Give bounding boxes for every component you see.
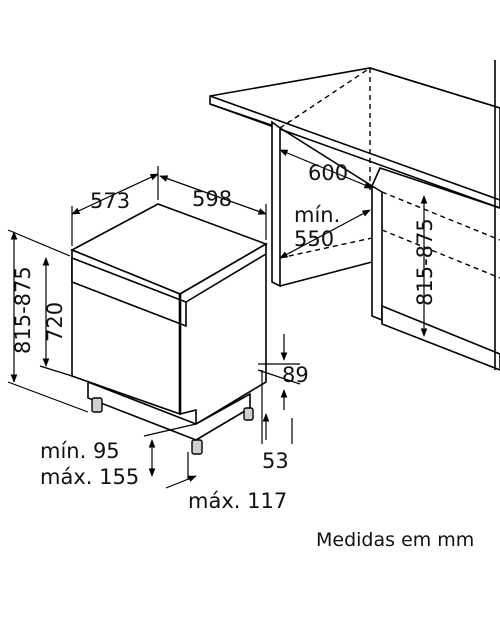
label-min-niche: mín. bbox=[294, 203, 340, 227]
label-plinth-height: 89 bbox=[282, 363, 309, 387]
label-max-155: máx. 155 bbox=[40, 465, 139, 489]
dishwasher-body bbox=[70, 203, 268, 455]
units-note: Medidas em mm bbox=[316, 529, 474, 551]
label-plinth-recess: 53 bbox=[262, 449, 289, 473]
label-niche-width: 600 bbox=[308, 161, 348, 185]
label-body-height: 720 bbox=[43, 302, 67, 342]
label-max-117: máx. 117 bbox=[188, 489, 287, 513]
label-niche-height-range: 815-875 bbox=[413, 218, 437, 306]
label-min-95: mín. 95 bbox=[40, 439, 120, 463]
label-depth: 573 bbox=[90, 189, 130, 213]
label-width: 598 bbox=[192, 187, 232, 211]
cabinet-niche bbox=[209, 60, 500, 371]
dimension-lines bbox=[7, 149, 428, 489]
dimension-labels: 573 598 600 mín. 550 815-875 720 815-875… bbox=[11, 161, 437, 513]
label-min-niche-depth: 550 bbox=[294, 227, 334, 251]
label-height-range: 815-875 bbox=[11, 266, 35, 354]
